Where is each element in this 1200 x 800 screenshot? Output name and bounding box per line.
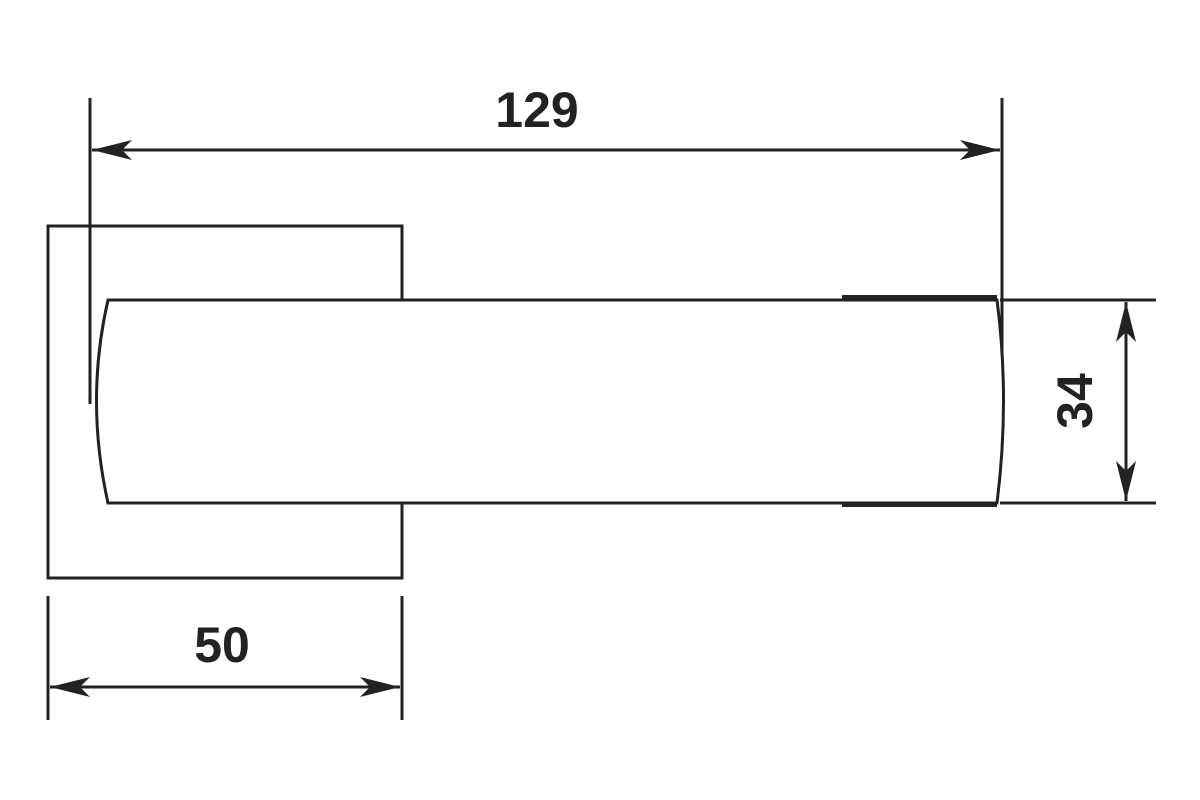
- dimension-label-34: 34: [1047, 373, 1103, 429]
- lever-handle: [95, 298, 1005, 505]
- dimension-rose-width: [46, 596, 404, 720]
- dimension-label-50: 50: [194, 617, 250, 673]
- dimension-label-129: 129: [495, 82, 578, 138]
- door-handle-outline: [46, 224, 1005, 580]
- dimension-overall-length: [88, 98, 1004, 404]
- dimension-handle-height: [1000, 298, 1156, 505]
